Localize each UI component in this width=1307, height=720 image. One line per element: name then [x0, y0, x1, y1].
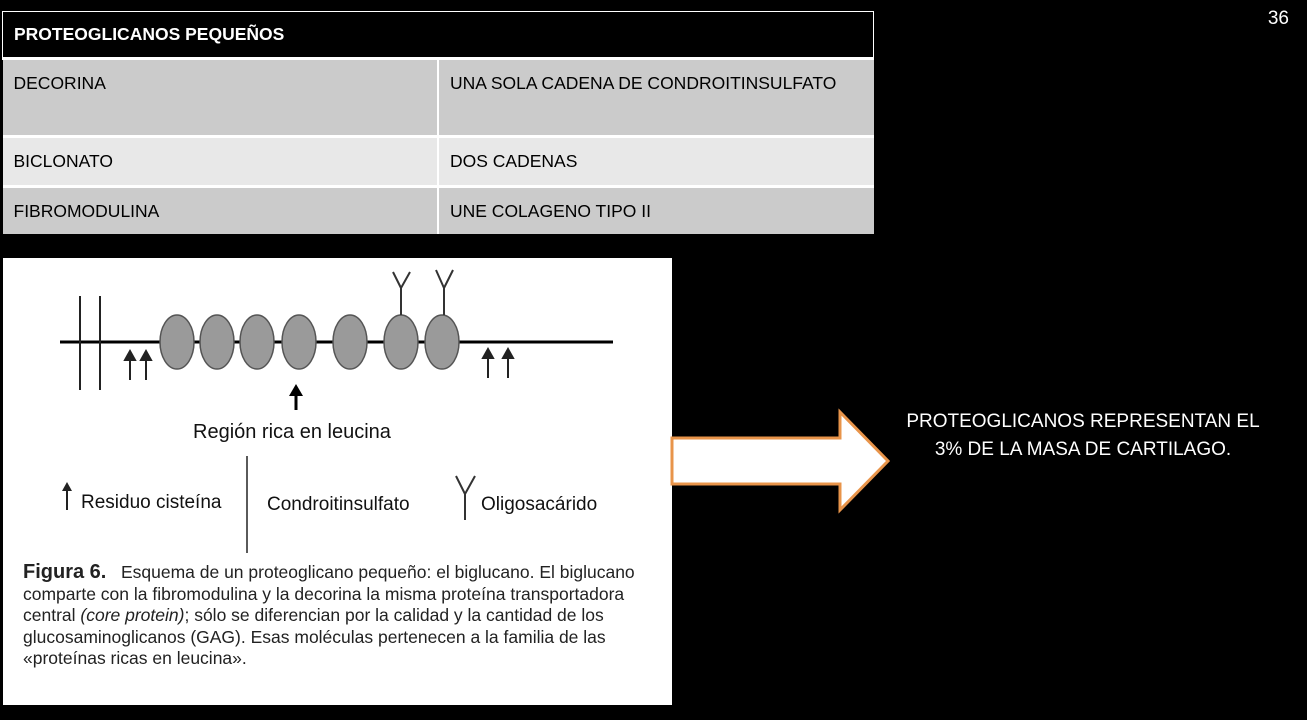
table-cell-description: UNA SOLA CADENA DE CONDROITINSULFATO [437, 57, 874, 137]
proteoglycan-table: PROTEOGLICANOS PEQUEÑOS DECORINA UNA SOL… [2, 10, 874, 234]
cysteine-legend-icon [62, 482, 72, 491]
caption-italic: (core protein) [80, 605, 185, 625]
leucine-repeat [332, 314, 368, 370]
up-arrow-icon [501, 346, 515, 359]
table-cell-description: DOS CADENAS [437, 135, 874, 186]
slide-number: 36 [1267, 8, 1289, 29]
leucine-repeat [239, 314, 275, 370]
leucine-repeat [159, 314, 195, 370]
up-arrow-icon [139, 348, 153, 361]
table-cell-name: FIBROMODULINA [2, 184, 438, 234]
up-arrow-icon [123, 348, 137, 361]
biglycan-figure: Región rica en leucina Residuo cisteína … [3, 258, 672, 705]
oligosaccharide-legend-icon [455, 475, 476, 520]
leucine-repeat [383, 314, 419, 370]
table-cell-name: BICLONATO [2, 135, 438, 186]
note-text: PROTEOGLICANOS REPRESENTAN EL 3% DE LA M… [906, 411, 1260, 460]
figure-caption: Figura 6. Esquema de un proteoglicano pe… [23, 561, 663, 670]
legend-oligosaccharide: Oligosacárido [481, 494, 597, 515]
legend-cysteine: Residuo cisteína [81, 492, 222, 513]
oligosaccharide-icon [392, 271, 411, 315]
leucine-repeat [281, 314, 317, 370]
oligosaccharide-icons [392, 269, 454, 315]
leucine-repeat [424, 314, 460, 370]
region-label: Región rica en leucina [193, 421, 392, 443]
table-cell-name: DECORINA [2, 57, 438, 137]
figure-label: Figura 6. [23, 561, 107, 583]
oligosaccharide-icon [435, 269, 454, 315]
table-row: BICLONATO DOS CADENAS [2, 135, 874, 186]
caption-text-2: ; sólo se diferencian por la calidad y l… [23, 605, 606, 668]
table-row: DECORINA UNA SOLA CADENA DE CONDROITINSU… [2, 57, 874, 137]
cysteine-arrows [123, 346, 515, 380]
biglycan-diagram: Región rica en leucina Residuo cisteína … [60, 269, 613, 553]
table-cell-description: UNE COLAGENO TIPO II [437, 184, 874, 234]
leucine-repeat [199, 314, 235, 370]
table-row: FIBROMODULINA UNE COLAGENO TIPO II [2, 184, 874, 234]
leucine-rich-domains [159, 314, 460, 370]
caption-text-1: Esquema de un proteoglicano pequeño: el … [23, 562, 635, 625]
table-header: PROTEOGLICANOS PEQUEÑOS [2, 10, 874, 60]
up-arrow-icon [481, 346, 495, 359]
right-arrow-icon [670, 408, 891, 514]
region-pointer-icon [289, 384, 303, 396]
legend-chondroitin: Condroitinsulfato [267, 494, 410, 515]
